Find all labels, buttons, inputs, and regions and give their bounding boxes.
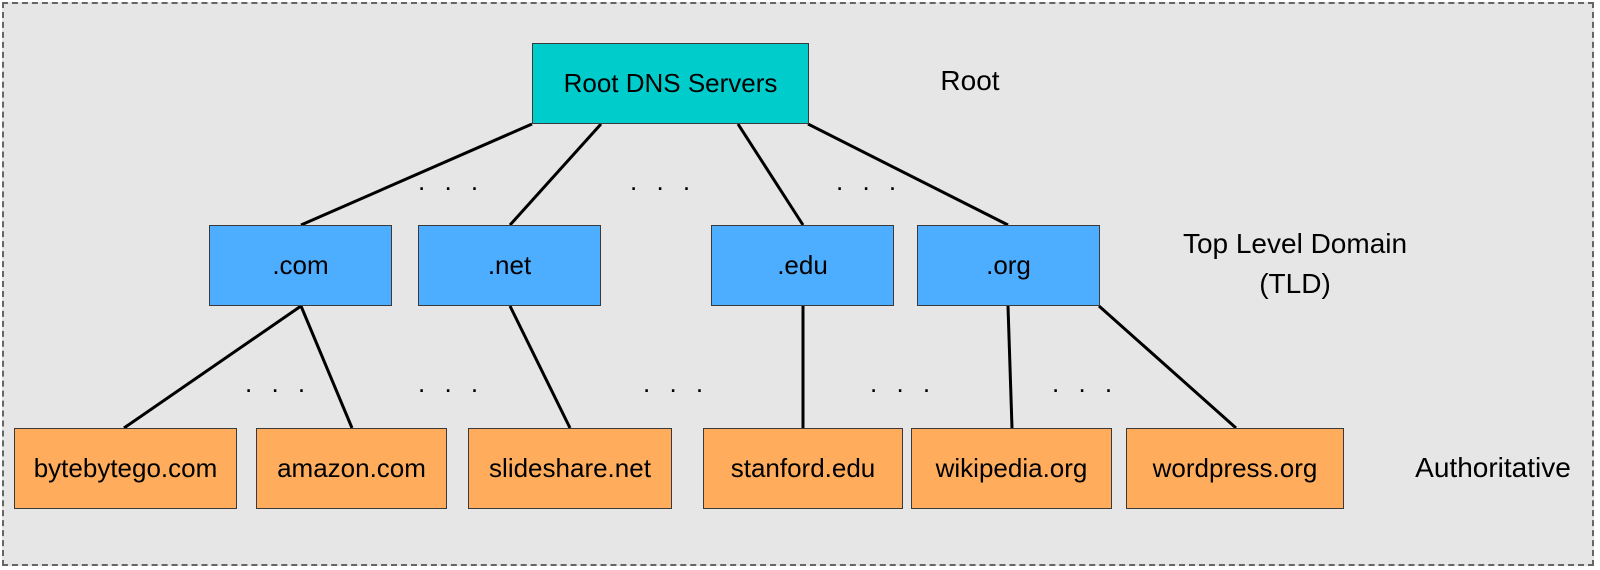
ellipsis-auth-3: . . . — [643, 368, 710, 398]
tld-node-com: .com — [209, 225, 392, 306]
auth-node-amazon: amazon.com — [256, 428, 447, 509]
auth-node-bytebytego: bytebytego.com — [14, 428, 237, 509]
auth-node-stanford: stanford.edu — [703, 428, 903, 509]
tld-node-net: .net — [418, 225, 601, 306]
level-label-tld-line2: (TLD) — [1259, 268, 1331, 299]
link-root-net — [508, 122, 603, 227]
tld-node-org: .org — [917, 225, 1100, 306]
tld-node-edu: .edu — [711, 225, 894, 306]
link-root-com — [300, 122, 533, 227]
level-label-tld-line1: Top Level Domain — [1182, 228, 1408, 259]
link-org-wikipedia — [1006, 305, 1014, 429]
link-com-amazon — [299, 305, 354, 429]
link-net-slideshare — [508, 305, 572, 429]
ellipsis-auth-4: . . . — [870, 368, 937, 398]
auth-node-wordpress: wordpress.org — [1126, 428, 1344, 509]
auth-node-slideshare: slideshare.net — [468, 428, 672, 509]
ellipsis-auth-5: . . . — [1052, 368, 1119, 398]
level-label-authoritative: Authoritative — [1415, 452, 1571, 483]
root-dns-servers-node: Root DNS Servers — [532, 43, 809, 124]
level-label-tld: Top Level Domain (TLD) — [1150, 224, 1440, 304]
auth-node-wikipedia: wikipedia.org — [911, 428, 1112, 509]
ellipsis-tld-1: . . . — [418, 166, 485, 196]
link-root-org — [807, 122, 1009, 227]
level-label-root: Root — [940, 65, 1000, 96]
link-org-wordpress — [1098, 304, 1237, 430]
link-root-edu — [736, 123, 805, 226]
ellipsis-auth-1: . . . — [245, 368, 312, 398]
link-com-bytebytego — [123, 304, 302, 430]
ellipsis-tld-3: . . . — [836, 166, 903, 196]
ellipsis-tld-2: . . . — [630, 166, 697, 196]
ellipsis-auth-2: . . . — [418, 368, 485, 398]
